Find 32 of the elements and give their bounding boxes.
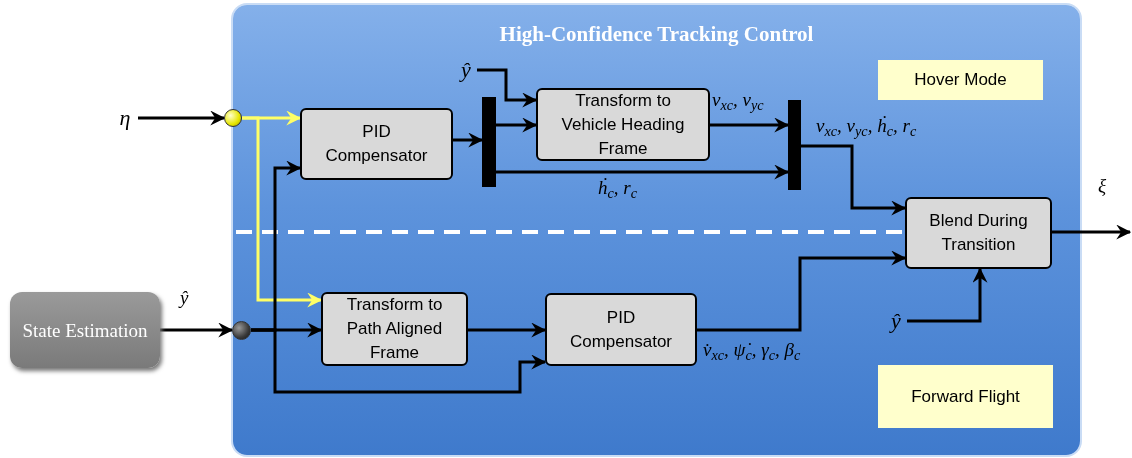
- arrow: [697, 250, 907, 332]
- edge-label: v̇$_{xc}$, ψ̇$_{c}$, γ$_{c}$, β$_{c}$: [703, 340, 801, 359]
- arrow: [453, 132, 484, 148]
- arrow: [801, 144, 907, 216]
- arrow: [710, 117, 790, 133]
- arrow: [160, 322, 234, 338]
- arrow: [468, 322, 547, 338]
- mux-bar: [788, 100, 801, 190]
- math-symbol: ŷ: [455, 56, 477, 84]
- panel-title: High-Confidence Tracking Control: [499, 21, 814, 48]
- edge-label: ḣ$_{c}$, r$_{c}$: [598, 178, 638, 197]
- arrow: [251, 328, 547, 394]
- note-box: Forward Flight: [878, 365, 1053, 428]
- math-symbol: η: [112, 104, 138, 132]
- process-box: Blend During Transition: [905, 197, 1052, 269]
- mux-bar: [482, 97, 496, 187]
- arrow: [1052, 224, 1132, 240]
- arrow: [496, 164, 790, 180]
- math-symbol: ŷ: [885, 307, 907, 335]
- process-box: State Estimation: [10, 292, 160, 368]
- note-box: Hover Mode: [878, 60, 1043, 100]
- arrow: [496, 117, 538, 133]
- process-box: PID Compensator: [300, 108, 453, 180]
- arrow: [138, 110, 226, 126]
- process-box: PID Compensator: [545, 293, 697, 366]
- arrow: [242, 116, 323, 308]
- arrow: [477, 68, 538, 108]
- process-box: Transform to Vehicle Heading Frame: [536, 88, 710, 161]
- edge-label: ŷ: [180, 288, 189, 307]
- process-box: Transform to Path Aligned Frame: [321, 292, 468, 366]
- edge-label: ξ: [1098, 176, 1107, 195]
- arrow: [907, 267, 988, 323]
